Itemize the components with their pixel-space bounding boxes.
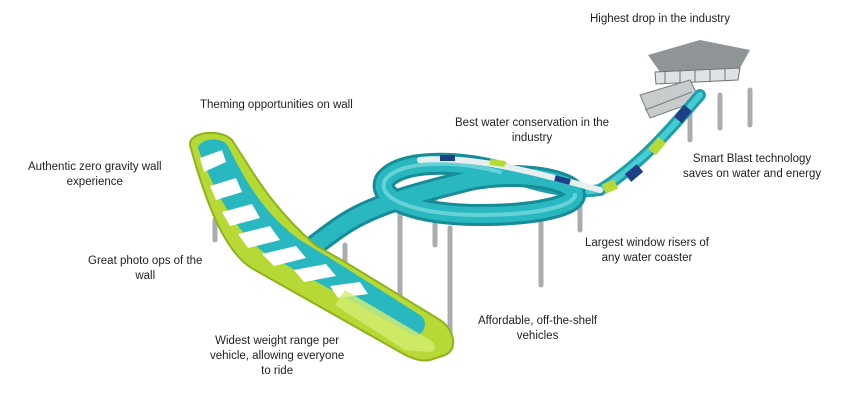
callout-smart-blast: Smart Blast technology saves on water an…	[683, 153, 822, 180]
zero-gravity-wall	[189, 131, 455, 362]
callout-theming: Theming opportunities on wall	[200, 99, 353, 111]
callout-photo-ops: Great photo ops of the wall	[88, 255, 203, 282]
callout-zero-gravity: Authentic zero gravity wall experience	[28, 161, 162, 188]
callout-affordable: Affordable, off-the-shelf vehicles	[478, 315, 598, 342]
launch-tower	[639, 40, 750, 119]
callout-water-conservation: Best water conservation in the industry	[455, 117, 610, 144]
callout-highest-drop: Highest drop in the industry	[590, 13, 730, 25]
callout-window-risers: Largest window risers of any water coast…	[585, 237, 709, 264]
callout-weight-range: Widest weight range per vehicle, allowin…	[210, 335, 345, 377]
